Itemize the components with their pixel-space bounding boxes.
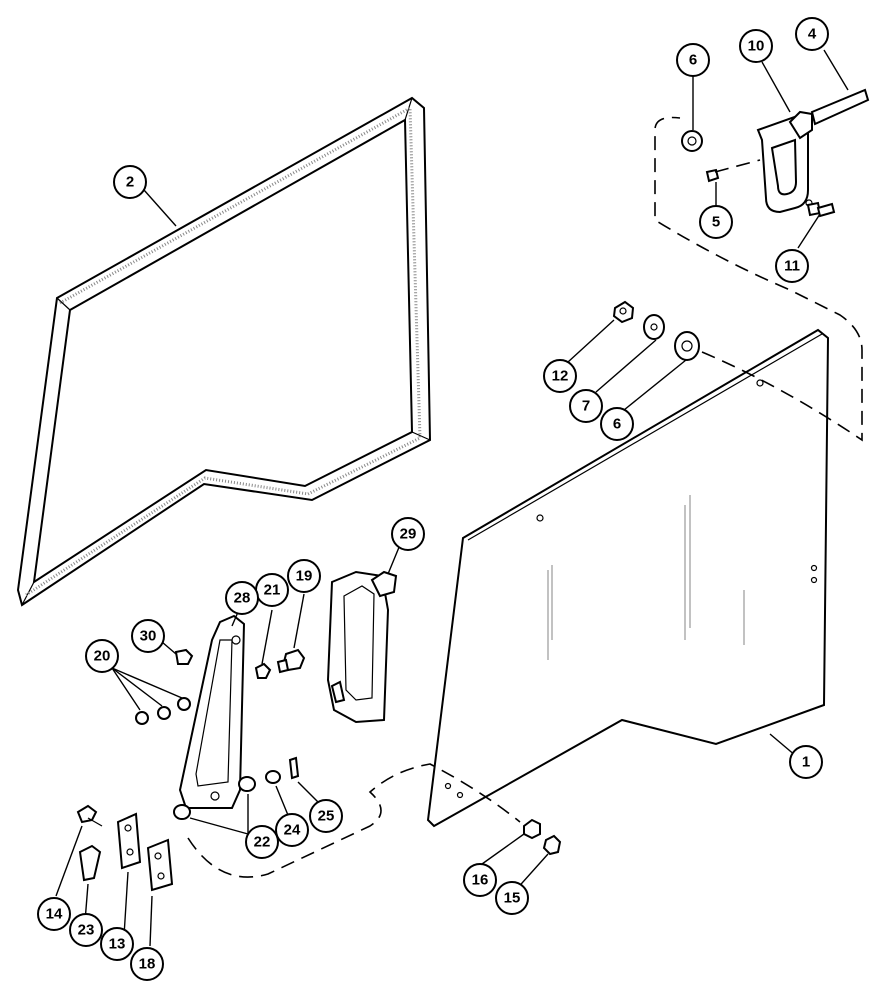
svg-text:1: 1	[802, 754, 810, 771]
callout-30: 30	[131, 619, 165, 653]
slide-plate	[178, 614, 246, 809]
hardware-middle-right	[612, 300, 700, 361]
svg-text:16: 16	[472, 872, 489, 889]
callout-6-middle: 6	[600, 407, 634, 441]
callout-24: 24	[275, 813, 309, 847]
svg-text:6: 6	[613, 416, 621, 433]
svg-text:7: 7	[582, 398, 590, 415]
callout-14: 14	[37, 897, 71, 931]
svg-text:14: 14	[46, 906, 63, 923]
callout-2: 2	[113, 165, 147, 199]
callout-28: 28	[225, 581, 259, 615]
callout-10: 10	[739, 29, 773, 63]
callout-1: 1	[789, 745, 823, 779]
callout-11: 11	[775, 249, 809, 283]
callout-13: 13	[100, 927, 134, 961]
small-hardware	[135, 648, 306, 820]
svg-text:28: 28	[234, 590, 251, 607]
callout-19: 19	[287, 559, 321, 593]
svg-text:18: 18	[139, 956, 156, 973]
svg-text:6: 6	[689, 52, 697, 69]
svg-text:15: 15	[504, 890, 521, 907]
callout-25: 25	[309, 799, 343, 833]
svg-text:2: 2	[126, 174, 134, 191]
callout-21: 21	[255, 573, 289, 607]
callout-15: 15	[495, 881, 529, 915]
svg-text:30: 30	[140, 628, 157, 645]
latch-assembly-top	[681, 88, 870, 218]
svg-text:4: 4	[808, 26, 817, 43]
callout-5: 5	[699, 205, 733, 239]
glass-panel	[426, 328, 830, 828]
callout-4: 4	[795, 17, 829, 51]
gasket-frame	[16, 96, 432, 607]
handle-bracket	[326, 570, 398, 724]
callout-29: 29	[391, 517, 425, 551]
svg-text:21: 21	[264, 582, 281, 599]
svg-text:19: 19	[296, 568, 313, 585]
svg-text:10: 10	[748, 38, 765, 55]
callout-16: 16	[463, 863, 497, 897]
svg-text:20: 20	[94, 648, 111, 665]
callout-18: 18	[130, 947, 164, 981]
svg-text:29: 29	[400, 526, 417, 543]
callout-6-top: 6	[676, 43, 710, 77]
svg-text:22: 22	[254, 834, 271, 851]
callout-20: 20	[85, 639, 119, 673]
callout-12: 12	[543, 359, 577, 393]
bottom-right-nuts	[523, 818, 562, 856]
svg-text:13: 13	[109, 936, 126, 953]
svg-text:11: 11	[784, 258, 800, 275]
svg-text:25: 25	[318, 808, 335, 825]
assembly-dash-lines	[187, 116, 863, 878]
svg-text:12: 12	[552, 368, 569, 385]
callout-7: 7	[569, 389, 603, 423]
callout-23: 23	[69, 913, 103, 947]
callout-22: 22	[245, 825, 279, 859]
bottom-left-parts	[76, 804, 174, 892]
svg-text:24: 24	[284, 822, 301, 839]
svg-text:23: 23	[78, 922, 95, 939]
svg-text:5: 5	[712, 214, 720, 231]
